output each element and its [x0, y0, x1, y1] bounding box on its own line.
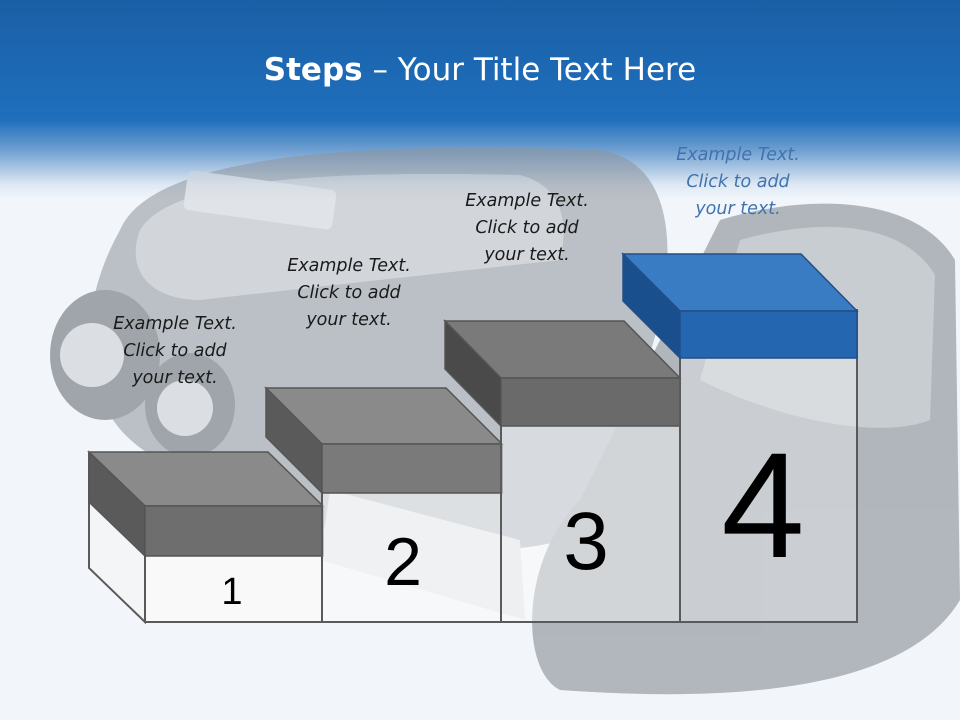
step-2-number: 2: [384, 524, 422, 600]
step-3-caption[interactable]: Example Text. Click to add your text.: [447, 188, 607, 269]
step-1-caption[interactable]: Example Text. Click to add your text.: [95, 311, 255, 392]
step-1-caption-line: Click to add: [123, 341, 227, 361]
step-1: 1: [87, 450, 325, 625]
step-2: 2: [264, 386, 504, 623]
step-2-caption[interactable]: Example Text. Click to add your text.: [269, 253, 429, 334]
title-rest: – Your Title Text Here: [362, 52, 697, 88]
step-1-block-front: [144, 505, 324, 557]
step-2-caption-line: Click to add: [297, 283, 401, 303]
step-3-block-front: [500, 377, 681, 427]
step-4-caption-line: Click to add: [686, 172, 790, 192]
step-3: 3: [443, 319, 682, 623]
step-2-caption-line: Example Text.: [287, 256, 411, 276]
step-4-caption[interactable]: Example Text. Click to add your text.: [658, 142, 818, 223]
step-4-block-front: [679, 310, 858, 359]
step-2-caption-line: your text.: [306, 310, 392, 330]
step-2-block-front: [321, 443, 503, 494]
step-4-number: 4: [721, 421, 804, 589]
step-1-number: 1: [221, 571, 242, 613]
step-1-caption-line: your text.: [132, 368, 218, 388]
step-3-caption-line: Example Text.: [465, 191, 589, 211]
step-4: 4: [621, 252, 859, 623]
step-4-caption-line: Example Text.: [676, 145, 800, 165]
step-3-caption-line: Click to add: [475, 218, 579, 238]
step-3-caption-line: your text.: [484, 245, 570, 265]
step-4-base-front: [679, 309, 858, 623]
title-bold: Steps: [263, 52, 363, 88]
step-1-caption-line: Example Text.: [113, 314, 237, 334]
page-title[interactable]: Steps – Your Title Text Here: [0, 52, 960, 88]
step-3-number: 3: [563, 496, 609, 587]
step-4-caption-line: your text.: [695, 199, 781, 219]
